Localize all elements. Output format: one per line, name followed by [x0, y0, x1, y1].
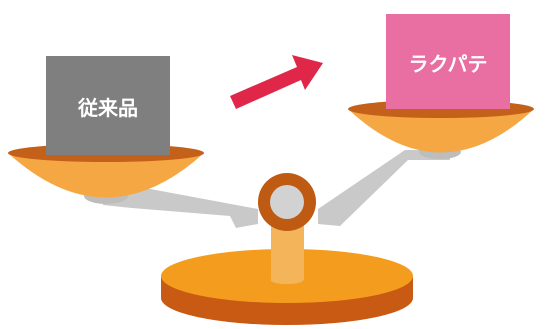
- right-item-box: ラクパテ: [386, 14, 510, 109]
- left-item-label: 従来品: [77, 96, 138, 120]
- scale-pivot: [258, 173, 316, 231]
- direction-arrow: [230, 55, 323, 109]
- right-item-label: ラクパテ: [409, 52, 488, 76]
- left-item-box: 従来品: [46, 56, 170, 155]
